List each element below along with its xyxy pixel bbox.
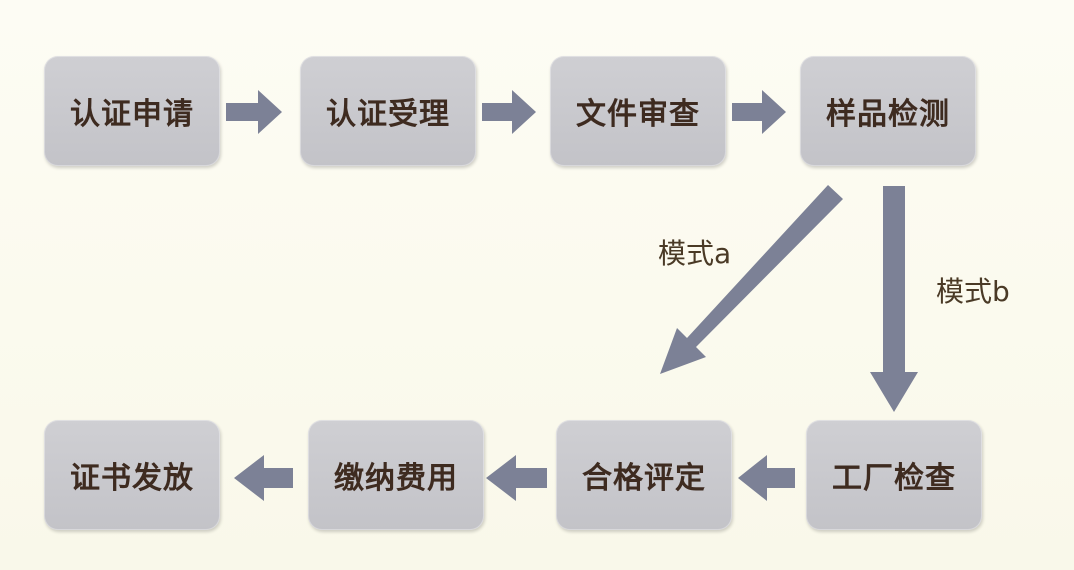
arrow-apply-to-accept [226, 90, 282, 134]
step-document-review: 文件审查 [550, 56, 726, 166]
step-apply: 认证申请 [44, 56, 220, 166]
step-accept: 认证受理 [300, 56, 476, 166]
arrow-document-review-to-sample-testing [732, 90, 786, 134]
step-pay-fees: 缴纳费用 [308, 420, 484, 530]
arrow-mode-a-diagonal [660, 185, 843, 374]
step-certificate-issue-label: 证书发放 [70, 461, 194, 496]
arrow-factory-inspection-to-conformity-evaluation [738, 455, 795, 501]
step-certificate-issue: 证书发放 [44, 420, 220, 530]
step-pay-fees-label: 缴纳费用 [334, 461, 458, 496]
step-conformity-evaluation-label: 合格评定 [582, 461, 706, 496]
step-conformity-evaluation: 合格评定 [556, 420, 732, 530]
step-sample-testing-label: 样品检测 [826, 97, 950, 132]
arrow-pay-fees-to-certificate-issue [234, 455, 293, 501]
step-document-review-label: 文件审查 [576, 97, 700, 132]
step-factory-inspection-label: 工厂检查 [832, 461, 956, 496]
step-apply-label: 认证申请 [70, 97, 194, 132]
arrow-mode-b-vertical [870, 186, 918, 412]
step-accept-label: 认证受理 [326, 97, 450, 132]
arrow-accept-to-document-review [482, 90, 536, 134]
step-sample-testing: 样品检测 [800, 56, 976, 166]
step-factory-inspection: 工厂检查 [806, 420, 982, 530]
arrow-conformity-evaluation-to-pay-fees [486, 455, 547, 501]
mode-a-label: 模式a [658, 237, 732, 270]
mode-b-label: 模式b [936, 275, 1010, 308]
